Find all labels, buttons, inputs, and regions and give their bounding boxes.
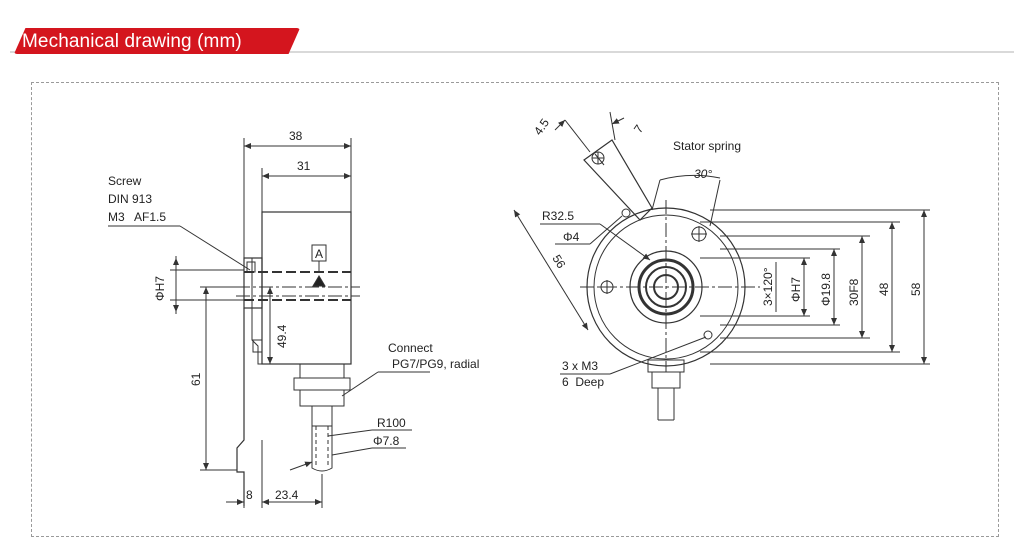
holes-120-label: 3×120° [761, 267, 775, 306]
side-view [108, 138, 430, 508]
phi-7-8-label: Φ7.8 [373, 434, 400, 448]
m3-label-line2: 6 Deep [562, 375, 604, 389]
r100-label: R100 [377, 416, 406, 430]
dim-23-4-label: 23.4 [275, 488, 299, 502]
dim-61-label: 61 [189, 372, 203, 386]
stator-spring-label: Stator spring [673, 139, 741, 153]
dim-48-label: 48 [877, 282, 891, 296]
title-underline [10, 51, 1014, 53]
screw-label-line1: Screw [108, 174, 142, 188]
f30-label: 30F8 [847, 278, 861, 306]
dim-49-4-label: 49.4 [275, 324, 289, 348]
dim-38-label: 38 [289, 129, 303, 143]
dim-h7-label: ΦH7 [153, 276, 167, 301]
screw-label-line3: M3 AF1.5 [108, 210, 166, 224]
title-tab [14, 28, 300, 54]
phi-h7-front-label: ΦH7 [789, 277, 803, 302]
drawing-frame [31, 82, 999, 537]
phi4-label: Φ4 [563, 230, 580, 244]
dim-8-label: 8 [246, 488, 253, 502]
dim-31-label: 31 [297, 159, 311, 173]
dim-4-5-label: 4.5 [531, 116, 552, 138]
connect-label-line2: PG7/PG9, radial [392, 357, 479, 371]
connect-label-line1: Connect [388, 341, 433, 355]
m3-label-line1: 3 x M3 [562, 359, 598, 373]
front-view [513, 111, 930, 421]
r32-5-label: R32.5 [542, 209, 574, 223]
angle-30-label: 30° [694, 167, 712, 181]
datum-a-label: A [315, 247, 323, 261]
dim-56-label: 56 [549, 252, 568, 271]
dim-58-label: 58 [909, 282, 923, 296]
dim-7-label: 7 [631, 122, 646, 136]
phi-19-8-label: Φ19.8 [819, 273, 833, 306]
screw-label-line2: DIN 913 [108, 192, 152, 206]
page-title: Mechanical drawing (mm) [22, 31, 242, 52]
